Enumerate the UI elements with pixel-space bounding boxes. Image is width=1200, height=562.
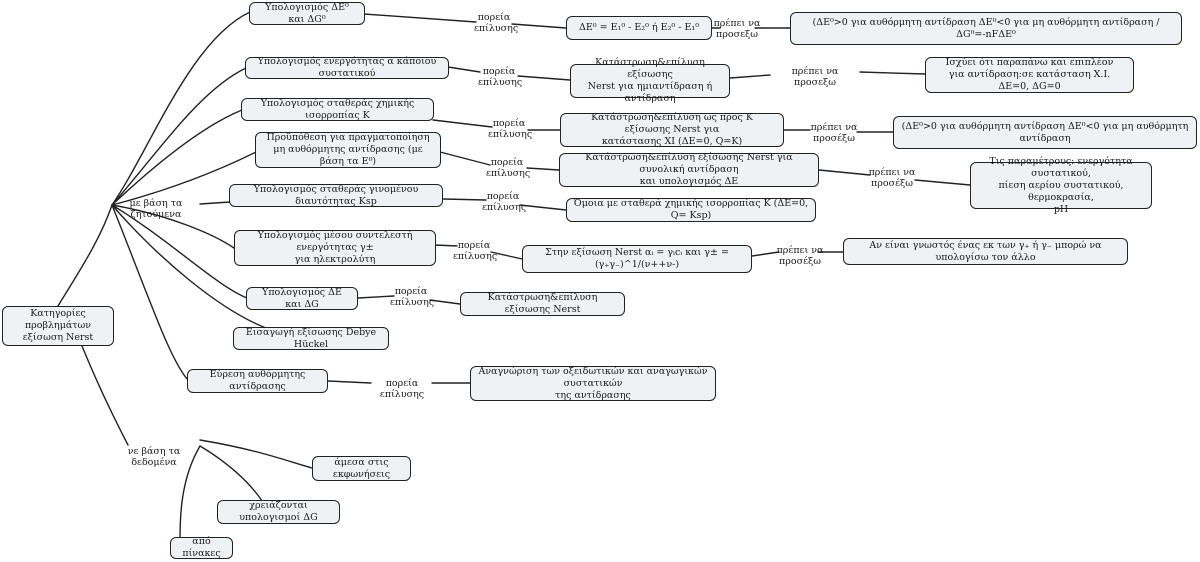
link-r3-a <box>432 119 493 128</box>
topic-de-dg[interactable]: Υπολογισμός ΔΕ και ΔG <box>246 287 358 310</box>
given-tables[interactable]: από πίνακες <box>170 536 233 559</box>
branch-given-label: νε βάση τα δεδομένα <box>127 446 181 468</box>
note-parameters[interactable]: Τις παραμέτρους: ενεργότητα συστατικού, … <box>970 156 1152 215</box>
method-nerst-activity[interactable]: Στην εξίσωση Nerst αᵢ = γᵢcᵢ και γ± = (γ… <box>522 245 752 273</box>
topic-debye-huckel[interactable]: Εισαγωγή εξίσωσης Debye Hückel <box>233 327 389 350</box>
label-solution-2: πορεία επίλυσης <box>478 66 523 88</box>
link-sought-topic-6 <box>111 204 235 249</box>
link-sought-topic-5 <box>199 201 231 205</box>
topic-mean-activity[interactable]: Υπολογισμός μέσου συντελεστή ενεργότητας… <box>234 230 436 266</box>
link-r4-c <box>818 169 871 176</box>
link-sought-topic-7 <box>111 204 248 299</box>
link-r6-c <box>751 251 780 257</box>
note-spontaneity-dg[interactable]: (ΔΕ⁰>0 για αυθόρμητη αντίδραση ΔΕ⁰<0 για… <box>790 12 1182 45</box>
link-r2-d <box>859 71 926 75</box>
link-r5-b <box>519 204 567 211</box>
note-gamma-known[interactable]: Αν είναι γνωστός ένας εκ των γ₊ ή γ₋ μπο… <box>843 238 1128 265</box>
topic-spontaneous[interactable]: Εύρεση αυθόρμητης αντίδρασης <box>187 369 328 393</box>
link-r2-c <box>729 74 771 79</box>
label-mustknow-4: πρέπει να προσέξω <box>868 167 916 189</box>
label-solution-4: πορεία επίλυσης <box>486 157 531 179</box>
note-equilibrium[interactable]: Ισχύει ότι παραπάνω και επιπλέον για αντ… <box>925 57 1134 93</box>
given-calculations[interactable]: χρειάζονται υπολογισμοί ΔG <box>217 500 340 524</box>
label-solution-1: πορεία επίλυσης <box>474 12 519 34</box>
topic-nonspontaneous-condition[interactable]: Προϋπόθεση για πραγματοποίηση μη αυθόρμη… <box>255 132 441 168</box>
link-r2-a <box>447 66 481 73</box>
method-nerst-k[interactable]: Κατάστρωση&επίλυση ως προς Κ εξίσωσης Ne… <box>560 112 784 147</box>
link-sought-topic-8 <box>111 204 267 329</box>
link-r4-a <box>439 151 491 166</box>
topic-ksp[interactable]: Υπολογισμός σταθεράς γινομένου διαυτότητ… <box>229 184 443 207</box>
method-e0-difference[interactable]: ΔΕ⁰ = Ε₁⁰ - Ε₂⁰ ή Ε₂⁰ - Ε₁⁰ <box>566 16 712 40</box>
link-r2-b <box>517 75 571 81</box>
label-solution-5: πορεία επίλυσης <box>482 191 527 213</box>
label-solution-9: πορεία επίλυσης <box>379 378 425 400</box>
topic-e0-g0[interactable]: Υπολογισμός ΔΕ⁰ και ΔG⁰ <box>249 2 365 25</box>
label-mustknow-3: πρέπει να προσέξω <box>810 122 858 144</box>
link-r7-a <box>357 295 395 299</box>
link-sought-topic-9 <box>111 204 189 381</box>
method-nerst-overall[interactable]: Κατάστρωση&επίλυση εξίσωσης Nerst για συ… <box>559 152 819 187</box>
link-root-given <box>81 345 129 446</box>
note-spontaneity[interactable]: (ΔΕ⁰>0 για αυθόρμητη αντίδραση ΔΕ⁰<0 για… <box>893 116 1197 149</box>
link-r1-a <box>363 13 477 23</box>
branch-sought-label: με βάση τα ζητούμενα <box>129 198 183 220</box>
label-mustknow-2: πρέπει να προσεξω <box>791 66 839 88</box>
link-sought-topic-2 <box>111 67 247 206</box>
link-r4-d <box>914 179 971 186</box>
link-r6-a <box>434 244 458 247</box>
link-given-topic-1 <box>199 439 313 469</box>
method-ksp-similar[interactable]: Όμοια με σταθερά χημικής ισορροπίας Κ (Δ… <box>566 198 816 222</box>
link-r1-b <box>511 23 567 29</box>
label-solution-6: πορεία επίλυσης <box>453 240 498 262</box>
link-sought-topic-4 <box>111 151 257 206</box>
label-solution-7: πορεία επίλυσης <box>390 286 435 308</box>
link-sought-topic-1 <box>111 11 251 206</box>
label-solution-3: πορεία επίλυσης <box>488 118 533 140</box>
link-r6-b <box>490 251 523 260</box>
given-direct[interactable]: άμεσα στις εκφωνήσεις <box>312 456 411 481</box>
label-mustknow-6: πρέπει να προσέξω <box>776 245 824 267</box>
link-root-sought <box>57 204 113 307</box>
method-nerst-halfreaction[interactable]: Κατάστρωση&επίλυση εξίσωσης Nerst για ημ… <box>570 57 730 104</box>
topic-activity[interactable]: Υπολογισμός ενεργότητας α κάποιου συστατ… <box>245 56 449 79</box>
method-nerst-solve[interactable]: Κατάστρωση&επίλυση εξίσωσης Nerst <box>460 292 625 316</box>
root-node[interactable]: Κατηγορίες προβλημάτων εξίσωση Nerst <box>2 306 114 346</box>
link-r7-b <box>429 299 461 305</box>
method-identify-redox[interactable]: Αναγνώριση των οξειδωτικών και αναγωγικώ… <box>470 366 716 401</box>
link-r9-a <box>327 380 372 384</box>
link-sought-topic-3 <box>111 109 243 206</box>
link-r4-b <box>526 167 560 171</box>
label-mustknow-1: πρέπει να προσεξω <box>713 18 761 40</box>
topic-equilibrium-k[interactable]: Υπολογισμός σταθεράς χημικής ισορροπίας … <box>241 98 434 121</box>
link-given-topic-3 <box>179 445 201 541</box>
link-r5-a <box>442 198 487 201</box>
